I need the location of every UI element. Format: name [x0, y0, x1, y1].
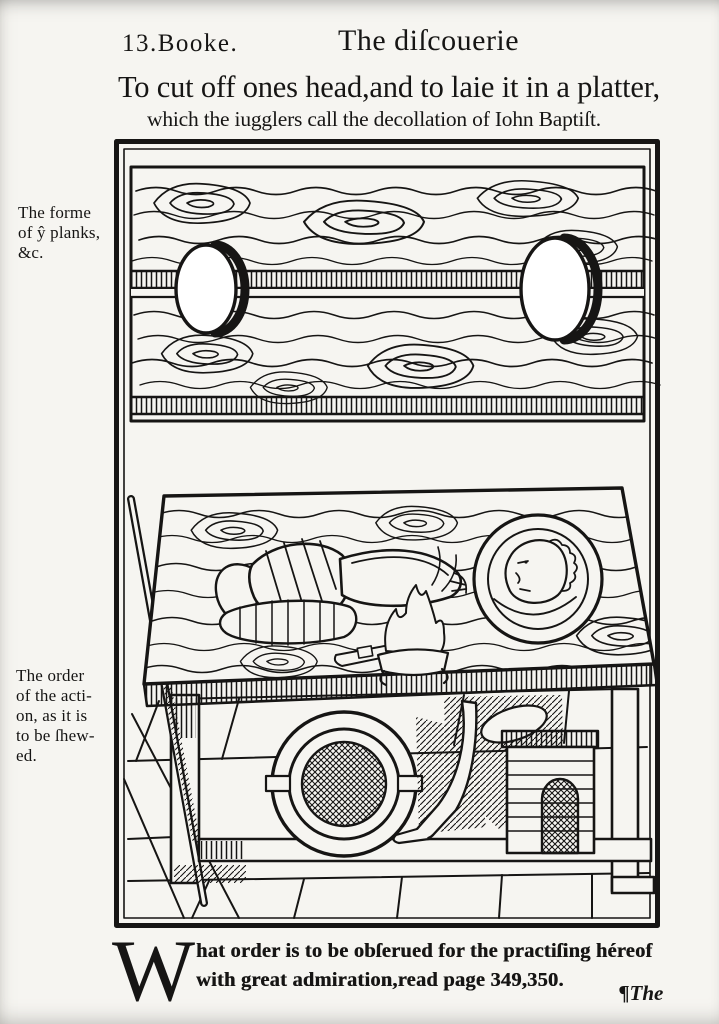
- plank-bottom-edge: [129, 395, 646, 416]
- running-title: The diſcouerie: [338, 24, 520, 57]
- body-ruff: [449, 572, 468, 594]
- chafing-dish: [376, 546, 458, 687]
- woodcut-svg: [114, 139, 661, 928]
- dish-feet: [379, 667, 449, 687]
- tabletop-front-edge: [142, 662, 659, 708]
- wooden-box: [500, 729, 600, 855]
- margin-note-line: The forme: [18, 203, 92, 222]
- neck-hole-left: [174, 240, 250, 338]
- margin-note-planks: The forme of ŷ planks, &c.: [18, 203, 118, 263]
- footer-text-line2: with great admiration,read page 349,350.: [196, 969, 564, 991]
- body-arm: [351, 556, 449, 576]
- margin-note-line: of the acti-: [16, 686, 93, 705]
- neck-hole-right: [519, 233, 603, 345]
- platter-with-head: [472, 513, 604, 645]
- smoke: [431, 546, 458, 592]
- margin-note-line: to be ſhew-: [16, 726, 95, 745]
- margin-note-line: on, as it is: [16, 706, 88, 725]
- plank-seam: [131, 289, 644, 297]
- margin-note-line: &c.: [18, 243, 44, 262]
- margin-note-order: The order of the acti- on, as it is to b…: [16, 666, 120, 766]
- chapter-subtitle: which the iugglers call the decollation …: [147, 107, 601, 131]
- margin-note-line: ed.: [16, 746, 37, 765]
- drop-cap-W: W: [112, 923, 195, 1020]
- body-pleats: [218, 599, 358, 646]
- table-leg-right: [610, 687, 656, 895]
- woodcut-frame: [114, 139, 660, 928]
- severed-head: [504, 538, 578, 604]
- assistant-shoe: [392, 827, 431, 845]
- table-scene: [123, 486, 659, 919]
- flames: [384, 584, 446, 656]
- head-hair: [549, 538, 578, 592]
- chapter-title: To cut off ones head,and to laie it in a…: [118, 70, 660, 104]
- margin-note-line: of ŷ planks,: [18, 223, 101, 242]
- woodcut-figure: [114, 139, 661, 929]
- planks-panel: [129, 165, 661, 423]
- footer-text-line1: hat order is to be obſerued for the prac…: [196, 940, 653, 962]
- box-opening: [540, 777, 580, 855]
- book-number: 13.Booke.: [122, 30, 239, 57]
- reclining-body: [214, 538, 468, 646]
- plank-top-edge: [129, 269, 646, 290]
- margin-note-line: The order: [16, 666, 85, 685]
- catchword: ¶The: [619, 981, 664, 1005]
- dish-bowl: [376, 648, 450, 677]
